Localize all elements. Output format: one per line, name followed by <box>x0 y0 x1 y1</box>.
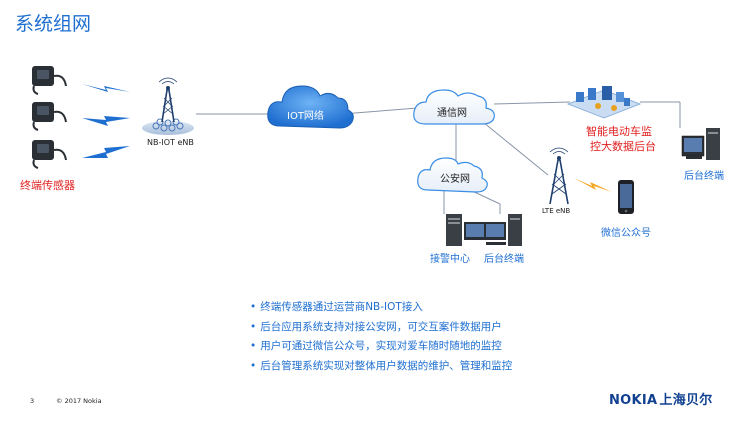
sensor-device-icon <box>32 102 67 131</box>
sensors-label: 终端传感器 <box>20 179 75 192</box>
big-data-platform-icon <box>566 86 642 119</box>
wireless-signal-icon <box>574 178 612 192</box>
page-number: 3 <box>30 397 35 405</box>
bullet-item: •后台管理系统实现对整体用户数据的维护、管理和监控 <box>250 359 513 372</box>
iot-network-label: IOT网络 <box>287 111 324 122</box>
backend-bottom-label: 后台终端 <box>484 254 524 265</box>
logo-cn-text: 上海贝尔 <box>659 393 713 408</box>
sensor-device-icon <box>32 140 67 169</box>
line-iot-to-telecom <box>341 107 419 115</box>
alarm-center-terminal-icon <box>446 214 486 246</box>
police-network-label: 公安网 <box>440 174 470 185</box>
bullet-item: •后台应用系统支持对接公安网，可交互案件数据用户 <box>250 320 502 333</box>
line-telecom-to-lte <box>477 117 549 176</box>
bullet-list: •终端传感器通过运营商NB-IOT接入 •后台应用系统支持对接公安网，可交互案件… <box>250 298 512 376</box>
line-telecom-to-platform <box>493 101 571 105</box>
lte-tower-icon <box>549 147 569 205</box>
backend-right-label: 后台终端 <box>684 171 724 182</box>
backend-terminal-icon <box>681 128 720 160</box>
backend-terminal-icon <box>484 214 522 246</box>
telecom-network-cloud-icon <box>413 89 495 125</box>
bullet-item: •终端传感器通过运营商NB-IOT接入 <box>250 301 423 313</box>
platform-label-line-2: 控大数据后台 <box>590 140 656 153</box>
police-network-cloud-icon <box>417 157 488 193</box>
bullet-item: •用户可通过微信公众号，实现对爱车随时随地的监控 <box>250 340 502 352</box>
lte-label: LTE eNB <box>542 207 571 215</box>
telecom-network-label: 通信网 <box>437 108 467 119</box>
wireless-signal-icon <box>82 84 130 158</box>
alarm-center-label: 接警中心 <box>430 254 470 265</box>
logo-text: NOKIA <box>609 393 658 408</box>
wechat-label: 微信公众号 <box>601 228 651 239</box>
page-title: 系统组网 <box>15 13 92 35</box>
smartphone-icon <box>618 180 634 214</box>
sensor-device-icon <box>32 66 67 95</box>
platform-label-line-1: 智能电动车监 <box>586 125 652 138</box>
nb-iot-label: NB-IOT eNB <box>147 138 194 147</box>
copyright-text: © 2017 Nokia <box>56 397 102 405</box>
iot-network-cloud-icon <box>267 85 354 129</box>
nb-iot-tower-icon <box>142 77 194 135</box>
